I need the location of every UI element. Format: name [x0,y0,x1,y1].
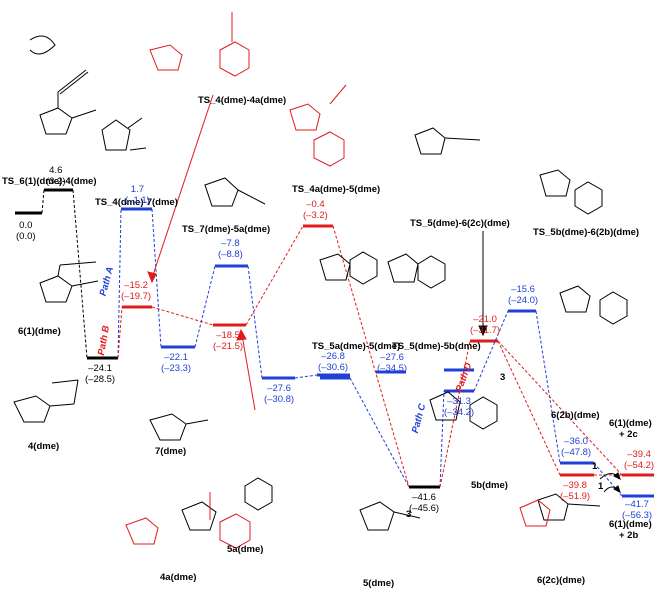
label-ts-4-7: TS_4(dme)-7(dme) [95,197,178,208]
mol-ts-4-4a [149,12,250,77]
energy-4-6: 4.6(3.2) [46,165,66,187]
mol-7 [149,413,209,441]
energy-31-3: –31.3(–34.2) [444,396,475,418]
mol-ts-4a-5 [289,84,347,167]
label-ts-5a-5: TS_5a(dme)-5(dme) [312,341,401,352]
label-ts-5-62c: TS_5(dme)-6(2c)(dme) [410,218,510,229]
mol-4 [13,379,79,423]
label-6-1: 6(1)(dme) [18,326,61,337]
label-5: 5(dme) [363,578,395,589]
mol-ts-5-62c [414,127,481,155]
label-62c: 6(2c)(dme) [537,575,586,586]
label-three-b: 3 [406,509,412,520]
label-62b: 6(2b)(dme) [551,410,600,421]
label-5a: 5a(dme) [227,544,264,555]
label-4a: 4a(dme) [160,572,197,583]
energy-0-0: 0.0(0.0) [16,220,36,242]
label-ts-5-5b: TS_5(dme)-5b(dme) [392,341,481,352]
red-molecule-sketches [125,12,551,549]
mol-ts-5a-5 [319,251,378,285]
mol-5b [429,391,498,430]
label-product-2b-b: + 2b [619,530,639,541]
energy-15-2: –15.2(–19.7) [121,280,152,302]
energy-24-1: –24.1(–28.5) [85,363,116,385]
energy-15-6: –15.6(–24.0) [508,284,539,306]
mol-6-1 [39,261,99,303]
red-levels [122,224,654,477]
label-5b: 5b(dme) [471,480,508,491]
mol-62c [537,493,601,521]
energy-1-7: 1.7(–1.1) [125,184,150,206]
energy-7-8: –7.8(–8.8) [218,238,243,260]
label-product-2c-a: 6(1)(dme) [609,418,652,429]
label-ts-6-1-4: TS_6(1)(dme)-4(dme) [2,176,97,187]
label-ts-7-5a: TS_7(dme)-5a(dme) [182,224,271,235]
label-ts-4a-5: TS_4a(dme)-5(dme) [292,184,381,195]
mol-62b [559,285,628,325]
energy-0-4: –0.4(–3.2) [303,199,328,221]
energy-27-6b: –27.6(–34.5) [377,352,408,374]
mol-5 [359,501,421,531]
energy-41-6: –41.6(–45.6) [409,492,440,514]
energy-18-5: –18.5(–21.5) [213,330,244,352]
label-three-a: 3 [500,372,506,383]
energy-36-0: –36.0(–47.8) [561,436,592,458]
label-one-b: 1 [598,481,604,492]
label-ts-4-4a: TS_4(dme)-4a(dme) [198,95,287,106]
mol-5a [181,477,273,531]
mol-ts-5-5b [387,253,446,289]
label-7: 7(dme) [155,446,187,457]
mol-ts-7-5a [204,177,266,207]
mol-ts-4-7 [101,117,147,151]
energy-22-1: –22.1(–23.3) [161,352,192,374]
label-one-a: 1 [592,461,598,472]
molecule-sketches [13,35,628,531]
mol-62c-red [519,499,551,527]
energy-26-8: –26.8(–30.6) [318,351,349,373]
energy-41-7: –41.7(–56.3) [622,499,653,521]
energy-39-4: –39.4(–54.2) [624,449,655,471]
label-product-2c-b: + 2c [619,429,638,440]
mol-4a [125,492,251,549]
blue-levels [121,207,654,498]
label-product-2b-a: 6(1)(dme) [609,519,652,530]
energy-27-6: –27.6(–30.8) [264,383,295,405]
label-4: 4(dme) [28,441,60,452]
black-levels [15,188,440,489]
label-ts-5b-62b: TS_5b(dme)-6(2b)(dme) [533,227,640,238]
mol-6-1-ts [29,35,97,135]
energy-39-8: –39.8(–51.9) [560,480,591,502]
mol-ts-5b-62b [539,169,603,215]
energy-21-0: –21.0(–31.7) [470,314,501,336]
